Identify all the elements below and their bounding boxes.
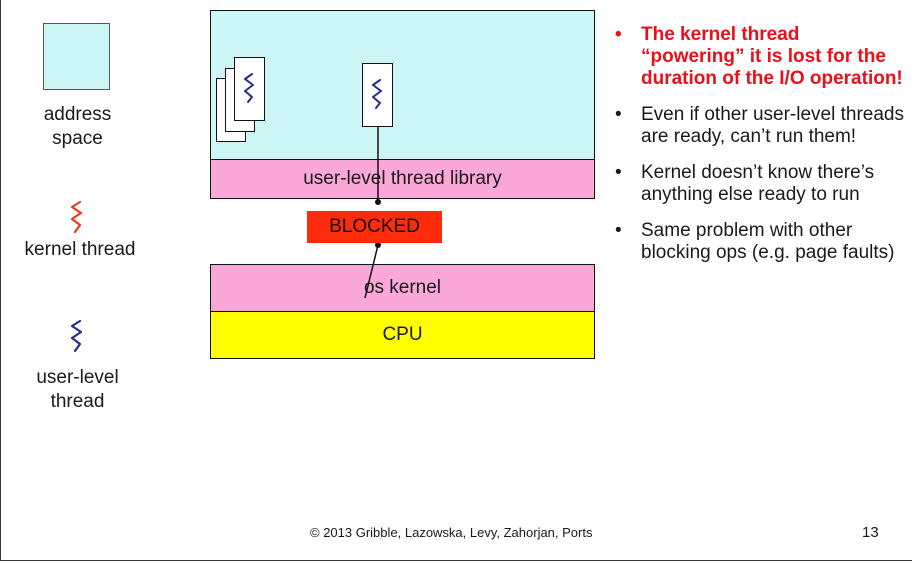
thread-card-front: [234, 57, 265, 121]
bullet-text: Same problem with other blocking ops (e.…: [641, 220, 895, 263]
bullet-item: • Even if other user-level threads are r…: [615, 104, 905, 148]
bullet-text: Kernel doesn’t know there’s anything els…: [641, 162, 875, 205]
blocked-label: BLOCKED: [329, 216, 420, 237]
os-kernel-label: os kernel: [363, 277, 442, 298]
active-thread-card: [362, 63, 393, 127]
bullet-item: • The kernel thread “powering” it is los…: [615, 24, 905, 90]
cpu-label: CPU: [382, 324, 423, 345]
bullet-marker: •: [615, 104, 622, 125]
user-thread-icon: [70, 319, 83, 353]
kernel-thread-icon: [70, 200, 83, 234]
bullet-marker: •: [615, 24, 622, 45]
bullet-text: Even if other user-level threads are rea…: [641, 104, 904, 147]
address-space-label: address space: [43, 104, 112, 149]
address-space-swatch: [43, 23, 110, 90]
user-thread-icon: [244, 73, 254, 103]
blocked-badge: BLOCKED: [307, 211, 442, 243]
copyright-footer: © 2013 Gribble, Lazowska, Levy, Zahorjan…: [310, 525, 593, 540]
kernel-thread-label: kernel thread: [24, 239, 136, 260]
bullet-list: • The kernel thread “powering” it is los…: [615, 24, 905, 278]
bullet-marker: •: [615, 162, 622, 183]
page-number: 13: [862, 524, 879, 541]
bullet-marker: •: [615, 220, 622, 241]
bullet-item: • Kernel doesn’t know there’s anything e…: [615, 162, 905, 206]
bullet-item: • Same problem with other blocking ops (…: [615, 220, 905, 264]
user-thread-label: user-level thread: [36, 367, 119, 412]
os-kernel-box: os kernel: [210, 264, 595, 312]
process-address-space: [210, 10, 595, 160]
thread-library-box: user-level thread library: [210, 159, 595, 199]
bullet-text: The kernel thread “powering” it is lost …: [641, 24, 903, 89]
user-thread-icon: [372, 79, 382, 109]
thread-library-label: user-level thread library: [303, 168, 502, 189]
cpu-box: CPU: [210, 311, 595, 359]
